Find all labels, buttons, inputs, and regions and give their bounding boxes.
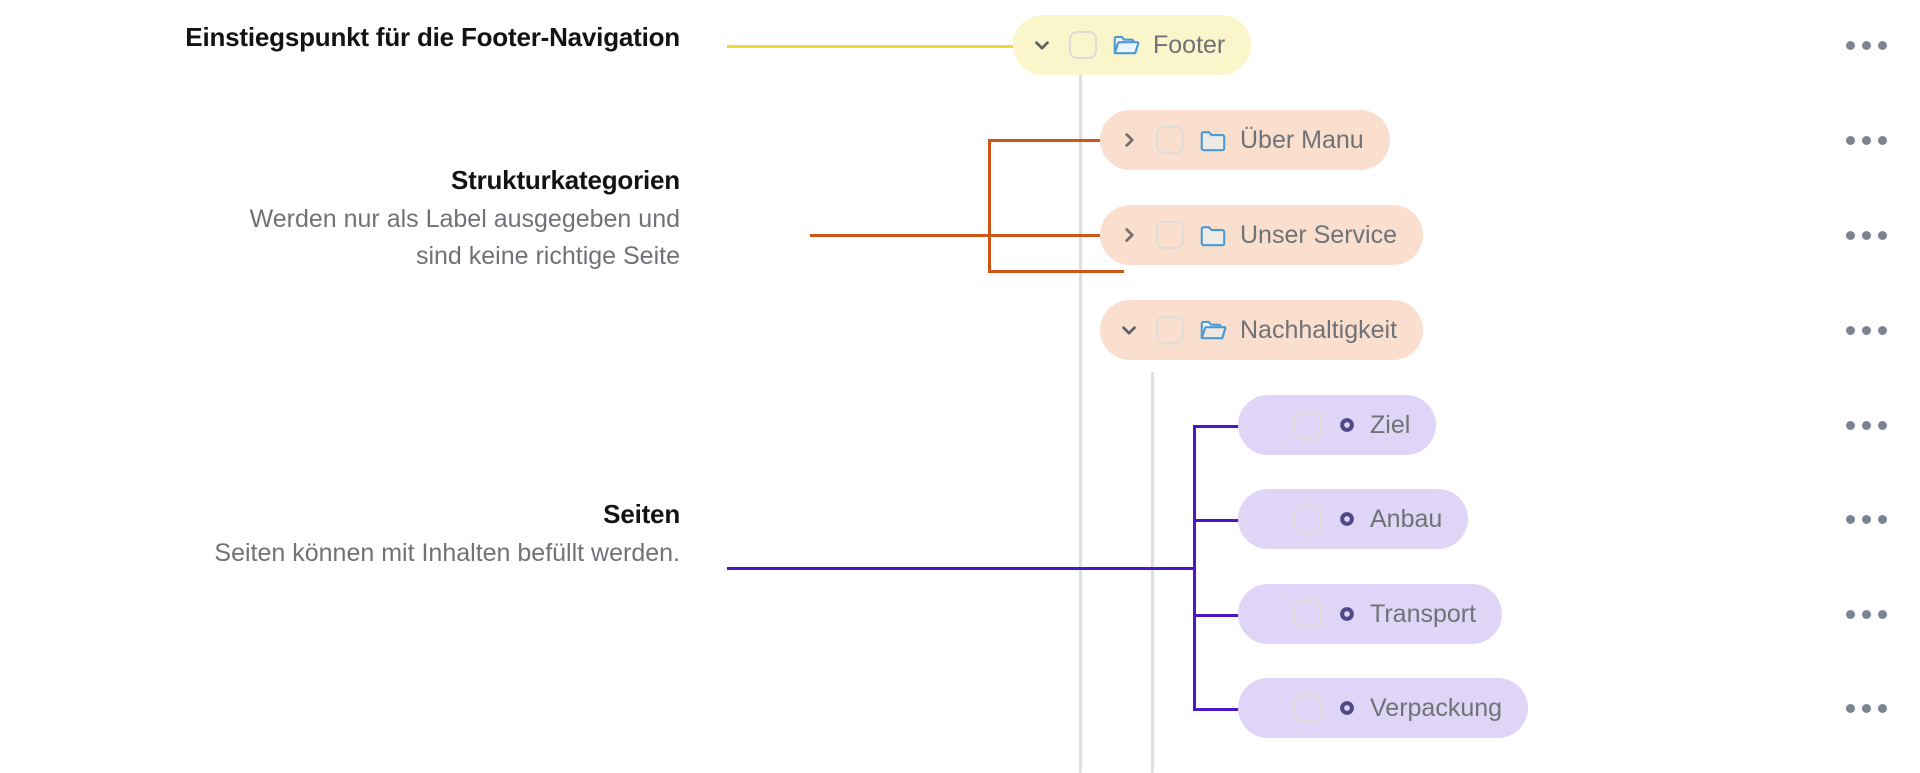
connector-seiten-branch-transport <box>1193 614 1245 617</box>
dot <box>1878 135 1887 145</box>
connector-struktur-spine <box>988 139 991 273</box>
dot <box>1846 514 1855 524</box>
connector-struktur-branch-unser-service <box>988 234 1124 237</box>
annotation-strukturkategorien: Strukturkategorien Werden nur als Label … <box>0 164 681 275</box>
dot <box>1862 703 1871 713</box>
dot <box>1862 135 1871 145</box>
page-dot-icon <box>1336 697 1358 719</box>
annotation-strukturkategorien-line-2: sind keine richtige Seite <box>415 241 680 270</box>
more-options-icon-transport[interactable] <box>1846 594 1902 634</box>
connector-struktur-stem <box>810 234 990 237</box>
tree-node-nachhaltigkeit-label: Nachhaltigkeit <box>1240 315 1398 344</box>
chevron-right-icon[interactable] <box>1114 220 1144 250</box>
annotation-seiten-description: Seiten können mit Inhalten befüllt werde… <box>0 535 680 572</box>
tree-node-transport-label: Transport <box>1370 599 1477 628</box>
tree-node-unser-service[interactable]: Unser Service <box>1100 205 1423 265</box>
tree-guide-rail-level-1 <box>1079 70 1082 773</box>
folder-closed-icon <box>1198 125 1228 155</box>
annotation-strukturkategorien-line-1: Werden nur als Label ausgegeben und <box>249 204 680 233</box>
tree-node-anbau[interactable]: Anbau <box>1238 489 1469 549</box>
tree-guide-rail-level-2 <box>1151 372 1154 773</box>
annotation-seiten-title: Seiten <box>603 499 680 529</box>
page-dot-icon <box>1336 508 1358 530</box>
connector-struktur-branch-nachhaltigkeit <box>988 270 1124 273</box>
connector-struktur-branch-ueber-manu <box>988 139 1124 142</box>
tree-node-footer-label: Footer <box>1153 30 1226 59</box>
annotation-footer: Einstiegspunkt für die Footer-Navigation <box>0 21 680 54</box>
dot <box>1846 135 1855 145</box>
connector-footer-stem <box>727 45 1047 48</box>
annotation-strukturkategorien-title: Strukturkategorien <box>450 165 680 195</box>
checkbox-anbau[interactable] <box>1294 505 1322 533</box>
dot <box>1878 420 1887 430</box>
more-options-icon-nachhaltigkeit[interactable] <box>1846 310 1902 350</box>
tree-node-ziel-label: Ziel <box>1370 410 1411 439</box>
annotation-seiten-line-1: Seiten können mit Inhalten befüllt werde… <box>214 538 680 567</box>
more-options-icon-ueber-manu[interactable] <box>1846 120 1902 160</box>
checkbox-ziel[interactable] <box>1294 411 1322 439</box>
checkbox-ueber-manu[interactable] <box>1156 126 1184 154</box>
page-dot-icon <box>1336 414 1358 436</box>
tree-node-unser-service-label: Unser Service <box>1240 220 1397 249</box>
checkbox-footer[interactable] <box>1069 31 1097 59</box>
dot <box>1862 514 1871 524</box>
tree-node-verpackung[interactable]: Verpackung <box>1238 678 1529 738</box>
connector-seiten-spine <box>1193 425 1196 711</box>
annotation-footer-title: Einstiegspunkt für die Footer-Navigation <box>185 22 680 52</box>
chevron-down-icon[interactable] <box>1114 315 1144 345</box>
tree-node-anbau-label: Anbau <box>1370 504 1443 533</box>
checkbox-unser-service[interactable] <box>1156 221 1184 249</box>
dot <box>1878 514 1887 524</box>
tree-node-transport[interactable]: Transport <box>1238 584 1503 644</box>
folder-open-icon <box>1198 315 1228 345</box>
connector-seiten-stem <box>727 567 1196 570</box>
dot <box>1878 325 1887 335</box>
dot <box>1846 230 1855 240</box>
more-options-icon-footer[interactable] <box>1846 25 1902 65</box>
folder-open-icon <box>1111 30 1141 60</box>
dot <box>1862 40 1871 50</box>
more-options-icon-ziel[interactable] <box>1846 405 1902 445</box>
dot <box>1846 40 1855 50</box>
checkbox-nachhaltigkeit[interactable] <box>1156 316 1184 344</box>
dot <box>1862 230 1871 240</box>
connector-seiten-branch-anbau <box>1193 519 1245 522</box>
tree-node-ziel[interactable]: Ziel <box>1238 395 1437 455</box>
dot <box>1878 703 1887 713</box>
annotation-strukturkategorien-description: Werden nur als Label ausgegeben und sind… <box>0 201 680 275</box>
connector-seiten-branch-verpackung <box>1193 708 1245 711</box>
dot <box>1862 609 1871 619</box>
page-dot-icon <box>1336 603 1358 625</box>
more-options-icon-verpackung[interactable] <box>1846 688 1902 728</box>
chevron-right-icon[interactable] <box>1114 125 1144 155</box>
checkbox-transport[interactable] <box>1294 600 1322 628</box>
dot <box>1878 609 1887 619</box>
dot <box>1846 609 1855 619</box>
dot <box>1846 420 1855 430</box>
dot <box>1846 703 1855 713</box>
checkbox-verpackung[interactable] <box>1294 694 1322 722</box>
folder-closed-icon <box>1198 220 1228 250</box>
dot <box>1846 325 1855 335</box>
more-options-icon-anbau[interactable] <box>1846 499 1902 539</box>
dot <box>1862 325 1871 335</box>
chevron-down-icon[interactable] <box>1027 30 1057 60</box>
annotation-seiten: Seiten Seiten können mit Inhalten befüll… <box>0 498 680 572</box>
dot <box>1878 230 1887 240</box>
connector-seiten-branch-ziel <box>1193 425 1245 428</box>
dot <box>1878 40 1887 50</box>
tree-node-footer[interactable]: Footer <box>1013 15 1252 75</box>
tree-node-nachhaltigkeit[interactable]: Nachhaltigkeit <box>1100 300 1424 360</box>
tree-node-ueber-manu-label: Über Manu <box>1240 125 1364 154</box>
dot <box>1862 420 1871 430</box>
tree-node-verpackung-label: Verpackung <box>1370 693 1503 722</box>
tree-node-ueber-manu[interactable]: Über Manu <box>1100 110 1390 170</box>
more-options-icon-unser-service[interactable] <box>1846 215 1902 255</box>
